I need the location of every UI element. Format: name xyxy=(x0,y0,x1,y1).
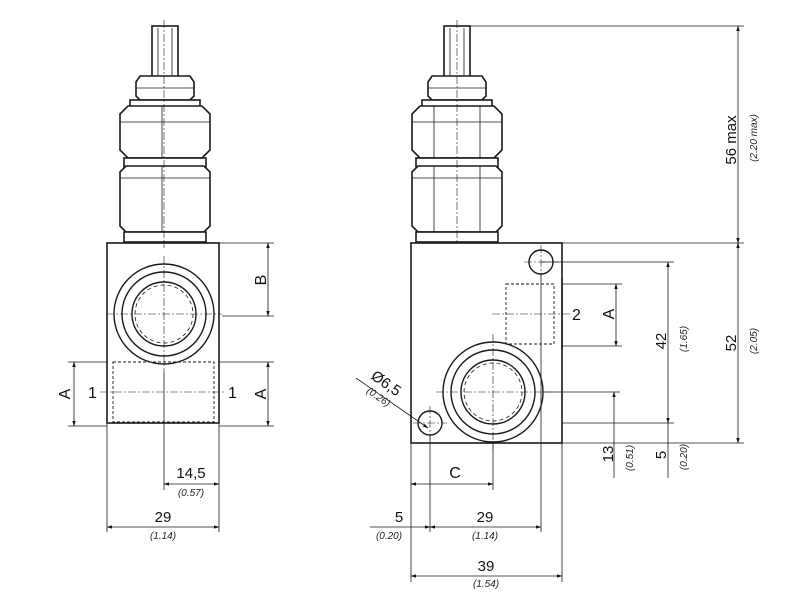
cartridge-hex xyxy=(119,165,211,233)
dim-52-in: (2.05) xyxy=(749,328,760,354)
dim-a-left: A xyxy=(57,388,74,399)
dim-52: 52 xyxy=(723,335,740,352)
valve-body-side xyxy=(106,242,220,424)
dim-42: 42 xyxy=(653,333,670,350)
dim-39: 39 xyxy=(478,558,495,575)
port-label-2: 2 xyxy=(572,307,581,324)
dim-14-5: 14,5 xyxy=(176,465,205,482)
dim-5-bottom: 5 xyxy=(395,509,403,526)
dim-29-side-in: (1.14) xyxy=(150,531,176,542)
dim-39-in: (1.54) xyxy=(473,579,499,590)
port-label-1-left: 1 xyxy=(88,385,97,402)
dim-b: B xyxy=(253,275,270,286)
dim-c: C xyxy=(449,465,461,482)
dim-13: 13 xyxy=(600,446,617,463)
dim-56-max: 56 max xyxy=(723,115,740,165)
dim-14-5-in: (0.57) xyxy=(178,488,204,499)
dim-29-side: 29 xyxy=(155,509,172,526)
dim-56-max-in: (2.20 max) xyxy=(749,114,760,162)
cartridge-neck xyxy=(123,231,207,243)
dim-5-right-in: (0.20) xyxy=(679,444,690,470)
dim-42-in: (1.65) xyxy=(679,326,690,352)
adjuster-stem xyxy=(151,25,179,79)
dim-5-right: 5 xyxy=(653,451,670,459)
dim-5-bottom-in: (0.20) xyxy=(376,531,402,542)
dim-29-front-in: (1.14) xyxy=(472,531,498,542)
front-view: 2 Ø6,5 (0.26) A 42 (1.65) 13 (0.51) xyxy=(355,20,760,590)
dim-a-front: A xyxy=(601,308,618,319)
side-view: 1 1 A A B 14,5 (0.57) 29 (1.14) xyxy=(57,20,274,542)
dim-a-right: A xyxy=(253,388,270,399)
dim-29-front: 29 xyxy=(477,509,494,526)
cap-hex-nut xyxy=(119,105,211,159)
dim-13-in: (0.51) xyxy=(625,445,636,471)
port-label-1-right: 1 xyxy=(228,385,237,402)
